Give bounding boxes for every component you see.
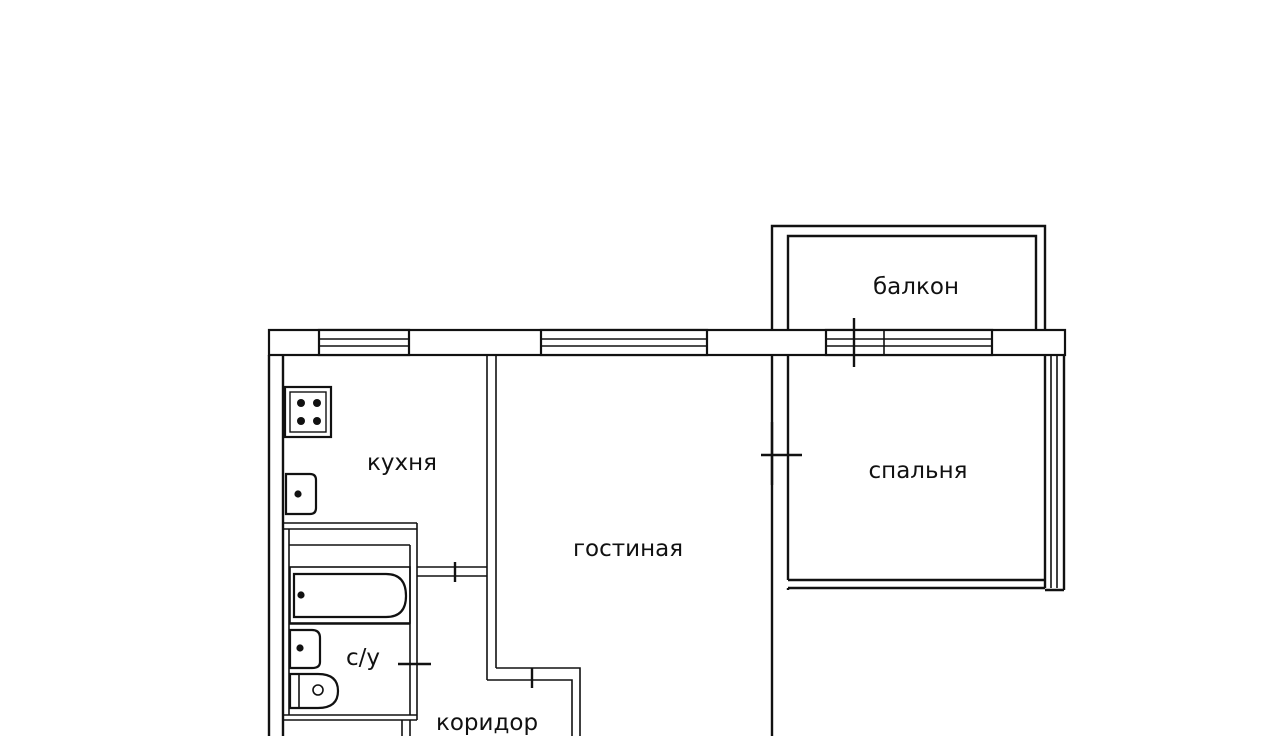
top-exterior-wall bbox=[267, 318, 1067, 367]
bedroom-living-wall bbox=[761, 355, 1045, 736]
room-label-bedroom: спальня bbox=[869, 458, 968, 484]
room-label-bathroom: с/у bbox=[346, 645, 380, 671]
bathtub-icon bbox=[289, 566, 411, 624]
window-kitchen bbox=[317, 328, 411, 357]
washbasin-icon bbox=[288, 628, 322, 670]
window-living bbox=[539, 328, 709, 357]
corridor-walls bbox=[401, 667, 581, 736]
toilet-icon bbox=[288, 672, 340, 710]
room-label-kitchen: кухня bbox=[367, 450, 437, 476]
bathroom-block bbox=[283, 522, 431, 721]
window-bedroom-balcony bbox=[824, 318, 994, 367]
balcony bbox=[770, 224, 1047, 330]
kitchen-sink-icon bbox=[284, 472, 318, 516]
left-exterior-wall bbox=[267, 355, 285, 736]
room-label-corridor: коридор bbox=[436, 710, 538, 736]
right-exterior-wall bbox=[1043, 355, 1066, 592]
room-label-living: гостиная bbox=[573, 536, 683, 562]
stove-icon bbox=[283, 385, 333, 439]
room-label-balcony: балкон bbox=[873, 274, 959, 300]
kitchen-living-wall bbox=[417, 355, 497, 680]
